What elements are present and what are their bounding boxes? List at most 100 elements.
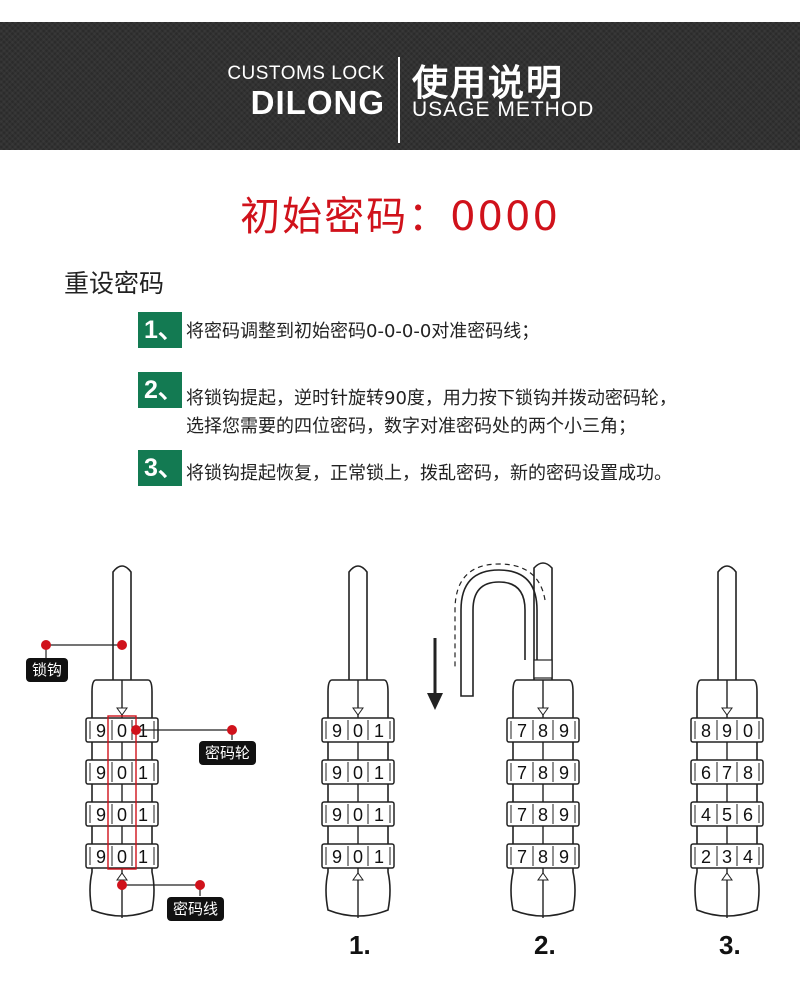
wheel-digit: 7 <box>517 721 527 741</box>
step-text-1: 将密码调整到初始密码0-0-0-0对准密码线； <box>186 318 539 346</box>
wheel-digit: 8 <box>538 847 548 867</box>
wheel-rim <box>321 759 395 785</box>
wheel-digit: 1 <box>138 763 148 783</box>
dot-line-start <box>117 880 127 890</box>
brand-subtitle: CUSTOMS LOCK <box>227 63 385 84</box>
step-badge-1: 1、 <box>138 312 183 348</box>
wheel-digit: 8 <box>538 721 548 741</box>
wheel-digit: 0 <box>117 721 127 741</box>
wheel-digit: 1 <box>374 763 384 783</box>
wheel-digit: 0 <box>117 847 127 867</box>
step-text-2: 将锁钩提起，逆时针旋转90度，用力按下锁钩并拨动密码轮， 选择您需要的四位密码，… <box>186 385 677 441</box>
header-banner: CUSTOMS LOCK DILONG 使用说明 USAGE METHOD <box>0 22 800 150</box>
wheel-digit: 7 <box>517 847 527 867</box>
wheel-digit: 7 <box>722 763 732 783</box>
wheel-digit: 1 <box>138 847 148 867</box>
wheel-rim <box>690 843 764 869</box>
wheel-rim <box>506 759 580 785</box>
wheel-digit: 8 <box>538 805 548 825</box>
lock-step-label-2: 2. <box>534 930 556 960</box>
wheel-digit: 8 <box>701 721 711 741</box>
brand-name: DILONG <box>250 84 385 121</box>
shackle-ghost <box>454 563 546 670</box>
wheel-digit: 1 <box>374 721 384 741</box>
bottom-triangle-2 <box>537 872 549 881</box>
wheel-digit: 9 <box>96 847 106 867</box>
wheel-digit: 4 <box>701 805 711 825</box>
dot-shackle-start <box>41 640 51 650</box>
wheel-rim <box>321 843 395 869</box>
shackle-1 <box>348 565 368 680</box>
bottom-triangle-1 <box>352 872 364 881</box>
top-triangle-1 <box>352 707 364 716</box>
wheel-digit: 1 <box>374 847 384 867</box>
wheel-digit: 1 <box>374 805 384 825</box>
wheel-digit: 9 <box>332 721 342 741</box>
wheel-digit: 5 <box>722 805 732 825</box>
wheel-rim <box>690 759 764 785</box>
dot-shackle-end <box>117 640 127 650</box>
wheel-digit: 0 <box>117 763 127 783</box>
wheel-digit: 9 <box>559 847 569 867</box>
dot-line-end <box>195 880 205 890</box>
wheel-digit: 2 <box>701 847 711 867</box>
wheel-rim <box>506 801 580 827</box>
wheel-rim <box>321 801 395 827</box>
callout-wheel: 密码轮 <box>199 741 257 765</box>
wheel-digit: 0 <box>743 721 753 741</box>
shackle-3 <box>717 565 737 680</box>
shackle-base <box>533 659 553 679</box>
shackle-0 <box>112 565 132 680</box>
wheel-digit: 9 <box>332 805 342 825</box>
wheel-digit: 9 <box>559 763 569 783</box>
wheel-digit: 9 <box>96 805 106 825</box>
wheel-digit: 9 <box>96 721 106 741</box>
reset-title: 重设密码 <box>64 269 165 298</box>
wheel-digit: 0 <box>353 847 363 867</box>
lock-step-label-1: 1. <box>349 930 371 960</box>
dot-wheel-end <box>227 725 237 735</box>
wheel-rim <box>85 759 159 785</box>
dot-wheel-start <box>131 725 141 735</box>
callout-line: 密码线 <box>167 897 225 921</box>
extras-layer <box>41 640 237 896</box>
callout-shackle: 锁钩 <box>26 658 69 682</box>
wheel-digit: 0 <box>353 763 363 783</box>
wheel-digit: 9 <box>722 721 732 741</box>
down-arrow-head <box>427 693 443 710</box>
wheel-digit: 9 <box>332 763 342 783</box>
wheel-digit: 9 <box>96 763 106 783</box>
step-badge-3: 3、 <box>138 450 183 486</box>
wheel-digit: 7 <box>517 763 527 783</box>
top-triangle-0 <box>116 707 128 716</box>
wheel-digit: 0 <box>117 805 127 825</box>
wheel-rim <box>506 843 580 869</box>
usage-subtitle: USAGE METHOD <box>412 98 595 121</box>
shackle-lifted <box>533 562 553 680</box>
wheel-rim <box>85 801 159 827</box>
shackle-rotated <box>460 569 538 697</box>
step-2-line-1: 将锁钩提起，逆时针旋转90度，用力按下锁钩并拨动密码轮， <box>186 388 677 409</box>
wheel-digit: 8 <box>743 763 753 783</box>
wheel-rim <box>321 717 395 743</box>
wheel-rim <box>506 717 580 743</box>
step-3-line-1: 将锁钩提起恢复，正常锁上，拨乱密码，新的密码设置成功。 <box>186 463 672 484</box>
wheel-digit: 6 <box>743 805 753 825</box>
